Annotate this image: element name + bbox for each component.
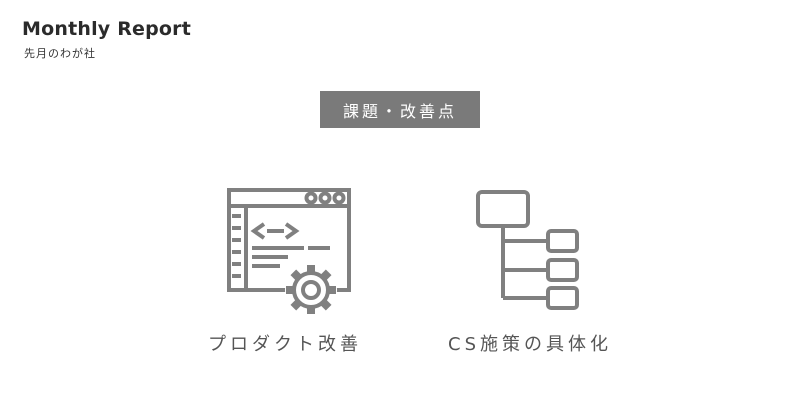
web-code-settings-icon <box>222 186 352 316</box>
hierarchy-tree-icon <box>472 186 584 314</box>
section-badge-label: 課題・改善点 <box>342 101 457 121</box>
page-title: Monthly Report <box>22 18 192 40</box>
item-label-cs: CS施策の具体化 <box>448 334 612 355</box>
page-subtitle: 先月のわが社 <box>24 47 96 60</box>
section-badge: 課題・改善点 <box>320 91 480 128</box>
item-label-product: プロダクト改善 <box>208 334 362 355</box>
